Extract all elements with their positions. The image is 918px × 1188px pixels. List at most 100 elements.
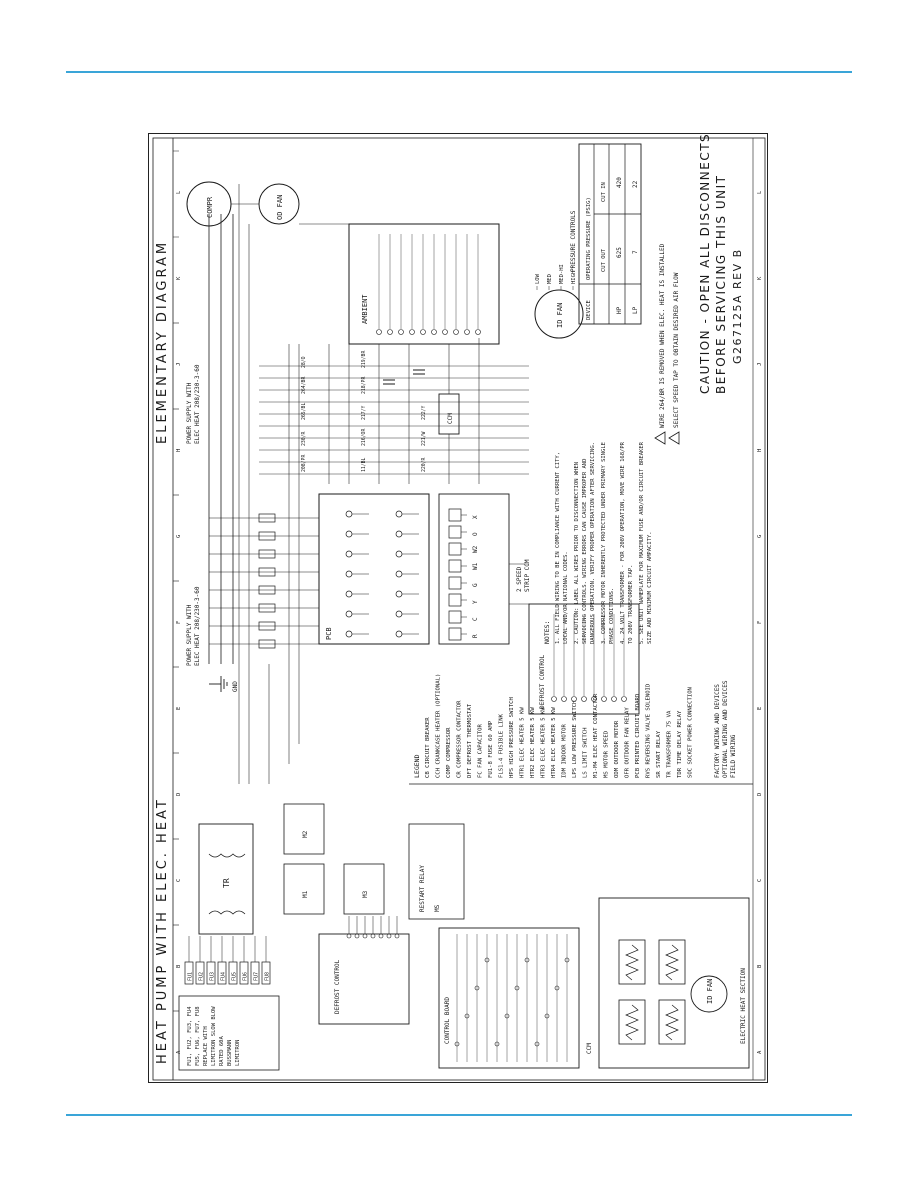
restart-relay-label: RESTART RELAY xyxy=(419,865,426,912)
field-wiring-item: OPTIONAL WIRING AND DEVICES xyxy=(722,680,729,778)
fan-tap-label: HIGH xyxy=(571,271,577,284)
wire-label: 220/R xyxy=(421,457,427,472)
pt-cell: 625 xyxy=(616,247,623,258)
title-left: HEAT PUMP WITH ELEC. HEAT xyxy=(155,797,170,1064)
grid-column-label: K xyxy=(757,276,763,280)
pt-header: CUT OUT xyxy=(601,248,607,272)
note-line: 5. SEE UNIT NAMEPLATE FOR MAXIMUM FUSE A… xyxy=(639,441,645,644)
ccm-label: CCM xyxy=(447,413,454,424)
fuse-label: FU2 xyxy=(199,972,205,981)
fuse-icon xyxy=(258,549,276,559)
wire-label: 264/BR xyxy=(301,377,307,394)
caution-line2: BEFORE SERVICING THIS UNIT xyxy=(714,175,728,395)
ambient-box xyxy=(348,223,500,345)
legend-list: CB CIRCUIT BREAKER CCH CRANKCASE HEATER (… xyxy=(425,674,694,778)
fan-tap-label: MED xyxy=(547,274,553,284)
grid-column-label: C xyxy=(176,879,182,882)
elec-heat-box xyxy=(598,897,750,1069)
warning-notes: WIRE 264/BR IS REMOVED WHEN ELEC. HEAT I… xyxy=(654,243,680,445)
motor-icon xyxy=(690,975,728,1013)
wire-label: 216/OR xyxy=(361,429,367,446)
legend-item: CR COMPRESSOR CONTACTOR xyxy=(457,700,463,778)
legend-item: CCH CRANKCASE HEATER (OPTIONAL) xyxy=(436,674,442,778)
part-number: G267125A REV B xyxy=(731,248,744,364)
ccm-left-label: CCM xyxy=(586,1043,593,1054)
caution-line1: CAUTION - OPEN ALL DISCONNECTS xyxy=(698,134,712,394)
wire-label: 218/PR xyxy=(361,377,367,394)
legend-item: HTR4 ELEC HEATER 5 KW xyxy=(551,707,557,778)
fuse-label: FU3 xyxy=(210,972,216,981)
legend-title: LEGEND xyxy=(413,754,421,778)
legend-item: IDM INDOOR MOTOR xyxy=(562,723,568,778)
warning-triangle-icon xyxy=(668,431,680,445)
fuse-note-line: BUSSMANN xyxy=(227,1040,233,1067)
terminal-label: O xyxy=(472,532,479,536)
wire-label: 28/O xyxy=(301,356,307,368)
note-line: LOCAL AND/OR NATIONAL CODES. xyxy=(563,551,569,644)
wire-label: 208/PR xyxy=(301,455,307,472)
grid-column-label: K xyxy=(176,276,182,280)
sheet-border xyxy=(152,137,766,1081)
terminal-label: G xyxy=(472,583,479,587)
grid-column-label: C xyxy=(757,879,763,882)
fuse-note-line: REPLACE WITH xyxy=(203,1026,209,1066)
fan-tap-label: MED-HI xyxy=(559,264,565,284)
control-board-label: CONTROL BOARD xyxy=(444,997,451,1044)
wire-label: 265/BL xyxy=(301,403,307,420)
svg-text:M3: M3 xyxy=(362,890,369,898)
legend-item: COMP COMPRESSOR xyxy=(446,727,452,778)
defrost-right-pins xyxy=(551,614,627,702)
legend-item: HPS HIGH PRESSURE SWITCH xyxy=(509,697,515,778)
wire-label: 217/Y xyxy=(361,405,367,420)
wiring-web: 208/PR230/R265/BL264/BR28/O11/BL216/OR21… xyxy=(231,184,529,784)
fuse-icon xyxy=(258,585,276,595)
legend-item: TDR TIME DELAY RELAY xyxy=(677,710,683,778)
terminal-label: Y xyxy=(472,600,479,604)
defrost-pins xyxy=(346,916,400,939)
legend-area: LEGEND CB CIRCUIT BREAKER CCH CRANKCASE H… xyxy=(409,441,753,785)
fuse-label: FU4 xyxy=(221,972,227,981)
title-right: ELEMENTARY DIAGRAM xyxy=(155,240,170,444)
pt-cell: LP xyxy=(632,306,639,314)
heater-icon xyxy=(658,999,686,1045)
legend-item: MS MOTOR SPEED xyxy=(604,730,610,778)
terminal-label: X xyxy=(472,515,479,519)
grid-column-label: D xyxy=(176,793,182,796)
legend-item: SOC SOCKET POWER CONNECTION xyxy=(688,687,694,778)
defrost-control-label: DEFROST CONTROL xyxy=(334,959,341,1014)
legend-item: ODM OUTDOOR MOTOR xyxy=(614,720,620,778)
legend-item: CB CIRCUIT BREAKER xyxy=(425,717,431,778)
ground-icon xyxy=(209,676,228,692)
notes-title: NOTES: xyxy=(543,621,551,644)
pt-header: OPERATING PRESSURE (PSIG) xyxy=(586,197,592,280)
power-supply-line2: ELEC HEAT 208/230-3-60 xyxy=(194,364,201,444)
od-fan-label: OD FAN xyxy=(276,195,284,220)
legend-item: DFT DEFROST THERMOSTAT xyxy=(467,703,473,778)
control-board-rows xyxy=(454,934,570,1062)
wire-label: 11/BL xyxy=(361,457,367,472)
svg-text:M2: M2 xyxy=(302,830,309,838)
power-section: POWER SUPPLY WITH ELEC HEAT 208/230-3-60… xyxy=(186,214,640,715)
note-line: SIZE AND MINIMUM CIRCUIT AMPACITY. xyxy=(647,531,653,644)
legend-item: RVS REVERSING VALVE SOLENOID xyxy=(646,683,652,778)
grid-column-label: H xyxy=(176,449,182,452)
note-line: DANGEROUS OPERATION. VERIFY PROPER OPERA… xyxy=(590,442,596,644)
id-fan-label: ID FAN xyxy=(556,303,564,328)
gnd-label: GND xyxy=(232,681,239,692)
fuse-label: FU1 xyxy=(188,972,194,981)
fuse-icon xyxy=(258,603,276,613)
motor-icon xyxy=(534,289,584,339)
field-wiring-item: FIELD WIRING xyxy=(730,734,737,778)
grid-column-label: B xyxy=(757,964,763,968)
fuse-label: FU6 xyxy=(243,972,249,981)
warning-note: WIRE 264/BR IS REMOVED WHEN ELEC. HEAT I… xyxy=(659,243,666,428)
grid-column-label: L xyxy=(757,190,763,194)
legend-item: OFR OUTDOOR FAN RELAY xyxy=(625,707,631,778)
grid-column-label: A xyxy=(757,1050,763,1054)
